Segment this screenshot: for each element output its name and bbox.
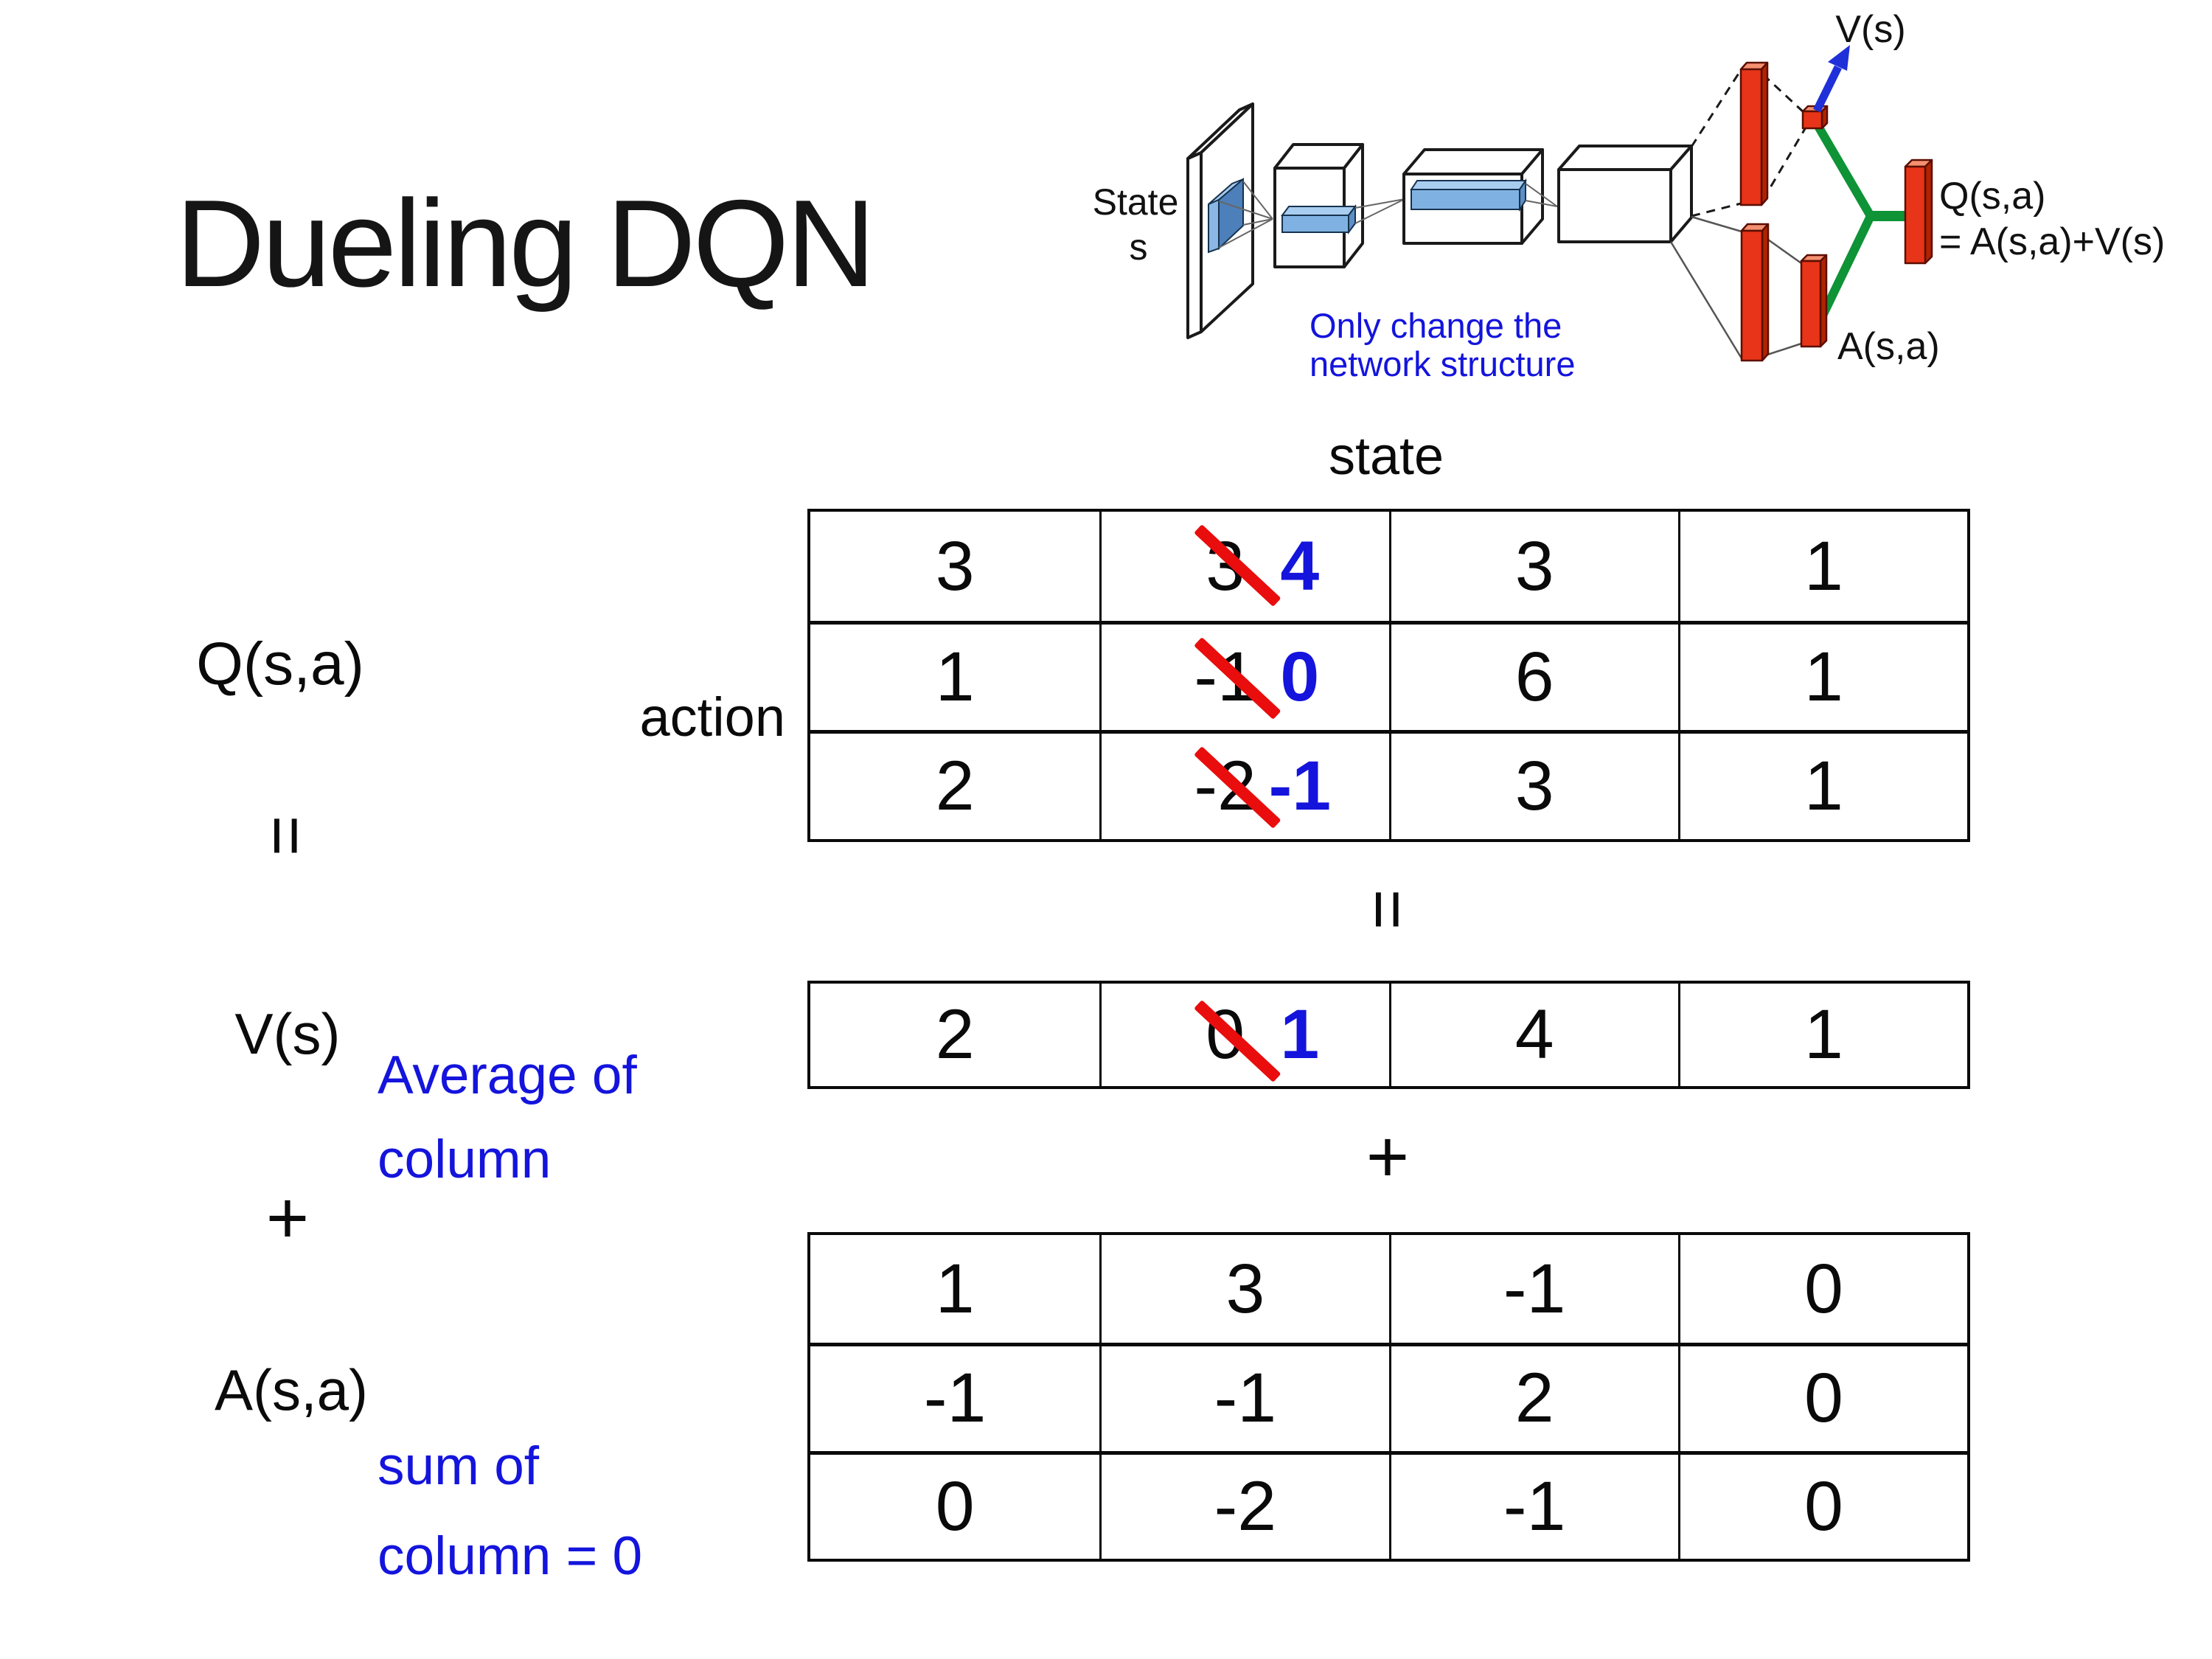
v-function-label: V(s) bbox=[234, 1001, 341, 1066]
note-line: Average of bbox=[378, 1046, 637, 1105]
equals-sign-middle: = bbox=[1349, 888, 1427, 930]
matrix-cell: 2 bbox=[935, 995, 975, 1074]
fc-bar-bottom bbox=[1740, 223, 1770, 362]
page-title: Dueling DQN bbox=[175, 174, 876, 313]
matrix-cell-crossed: -2 -1 bbox=[1099, 734, 1388, 839]
q-output-bar bbox=[1904, 159, 1933, 265]
matrix-cell: -1 bbox=[1388, 1235, 1678, 1343]
q-matrix: 3 3 4 3 1 1 -1 0 6 1 2 -2 -1 3 1 bbox=[807, 509, 1970, 842]
diagram-q-label-line2: = A(s,a)+V(s) bbox=[1939, 220, 2165, 263]
v-vector: 2 0 1 4 1 bbox=[807, 981, 1970, 1089]
matrix-cell: -1 bbox=[923, 1359, 987, 1438]
conv-cone-2 bbox=[1354, 198, 1405, 224]
matrix-cell: -2 bbox=[1099, 1454, 1388, 1559]
diagram-note-line2: network structure bbox=[1310, 344, 1575, 383]
matrix-cell: 4 bbox=[1388, 984, 1678, 1086]
note-line: sum of bbox=[378, 1436, 540, 1496]
matrix-cell: 1 bbox=[935, 638, 975, 716]
v-vector-row: 2 0 1 4 1 bbox=[810, 984, 1967, 1086]
diagram-note-line1: Only change the bbox=[1310, 306, 1562, 345]
v-stream-dashed-links bbox=[1690, 69, 1807, 218]
a-matrix: 1 3 -1 0 -1 -1 2 0 0 -2 -1 0 bbox=[807, 1232, 1970, 1562]
matrix-cell: 3 bbox=[1099, 1235, 1388, 1343]
v-arrow bbox=[1813, 45, 1850, 113]
a-stream-links bbox=[1669, 215, 1802, 359]
q-matrix-row: 3 3 4 3 1 bbox=[810, 512, 1967, 621]
matrix-cell: 2 bbox=[935, 747, 975, 825]
new-value: -1 bbox=[1268, 747, 1332, 825]
action-axis-label: action bbox=[639, 686, 785, 748]
average-of-column-note: Average of column bbox=[378, 1034, 637, 1202]
note-line: column = 0 bbox=[378, 1526, 643, 1586]
fc-bar-top bbox=[1739, 61, 1769, 206]
matrix-cell-crossed: 3 4 bbox=[1099, 512, 1388, 621]
q-matrix-row: 2 -2 -1 3 1 bbox=[810, 730, 1967, 839]
matrix-cell: 1 bbox=[1677, 734, 1967, 839]
matrix-cell: 3 bbox=[1388, 734, 1678, 839]
a-matrix-row: -1 -1 2 0 bbox=[810, 1343, 1967, 1451]
matrix-cell: 0 bbox=[1677, 1346, 1967, 1451]
diagram-state-label-line2: s bbox=[1130, 226, 1148, 268]
q-matrix-row: 1 -1 0 6 1 bbox=[810, 621, 1967, 730]
matrix-cell: -1 bbox=[1099, 1346, 1388, 1451]
plus-sign-middle: + bbox=[1366, 1116, 1410, 1198]
new-value: 0 bbox=[1280, 638, 1320, 716]
matrix-cell: 2 bbox=[1388, 1346, 1678, 1451]
matrix-cell: 3 bbox=[935, 526, 975, 605]
matrix-cell: 1 bbox=[1677, 625, 1967, 730]
matrix-cell-crossed: -1 0 bbox=[1099, 625, 1388, 730]
diagram-state-label-line1: State bbox=[1093, 181, 1179, 223]
a-function-label: A(s,a) bbox=[214, 1357, 369, 1422]
new-value: 4 bbox=[1280, 526, 1320, 605]
matrix-cell: -1 bbox=[1388, 1454, 1678, 1559]
matrix-cell: 3 bbox=[1388, 512, 1678, 621]
matrix-cell: 1 bbox=[1677, 984, 1967, 1086]
input-feature-patch bbox=[1208, 177, 1244, 254]
equals-sign-left: = bbox=[247, 815, 326, 856]
matrix-cell: 0 bbox=[935, 1467, 975, 1545]
sum-of-column-note: sum of column = 0 bbox=[378, 1422, 642, 1601]
combine-links bbox=[1812, 121, 1907, 321]
q-function-label: Q(s,a) bbox=[196, 630, 364, 698]
a-matrix-row: 0 -2 -1 0 bbox=[810, 1450, 1967, 1559]
a-node-bar bbox=[1800, 254, 1828, 348]
new-value: 1 bbox=[1280, 995, 1320, 1074]
plus-sign-left: + bbox=[265, 1177, 310, 1259]
note-line: column bbox=[378, 1130, 552, 1189]
a-matrix-row: 1 3 -1 0 bbox=[810, 1235, 1967, 1343]
matrix-cell: 1 bbox=[935, 1249, 975, 1328]
feature-slab-2 bbox=[1410, 178, 1527, 212]
matrix-cell-crossed: 0 1 bbox=[1099, 984, 1388, 1086]
diagram-a-label: A(s,a) bbox=[1837, 325, 1940, 368]
matrix-cell: 0 bbox=[1677, 1454, 1967, 1559]
state-axis-label: state bbox=[1328, 427, 1444, 486]
diagram-v-label: V(s) bbox=[1835, 8, 1905, 51]
diagram-q-label-line1: Q(s,a) bbox=[1939, 175, 2045, 218]
conv-cone-3 bbox=[1525, 183, 1558, 207]
feature-slab-1 bbox=[1281, 204, 1357, 234]
conv-cone-1 bbox=[1218, 181, 1273, 248]
matrix-cell: 1 bbox=[1677, 512, 1967, 621]
matrix-cell: 6 bbox=[1388, 625, 1678, 730]
network-diagram: V(s) State s Only change the network str… bbox=[1093, 8, 2166, 383]
matrix-cell: 0 bbox=[1677, 1235, 1967, 1343]
conv-box-3 bbox=[1557, 145, 1693, 243]
